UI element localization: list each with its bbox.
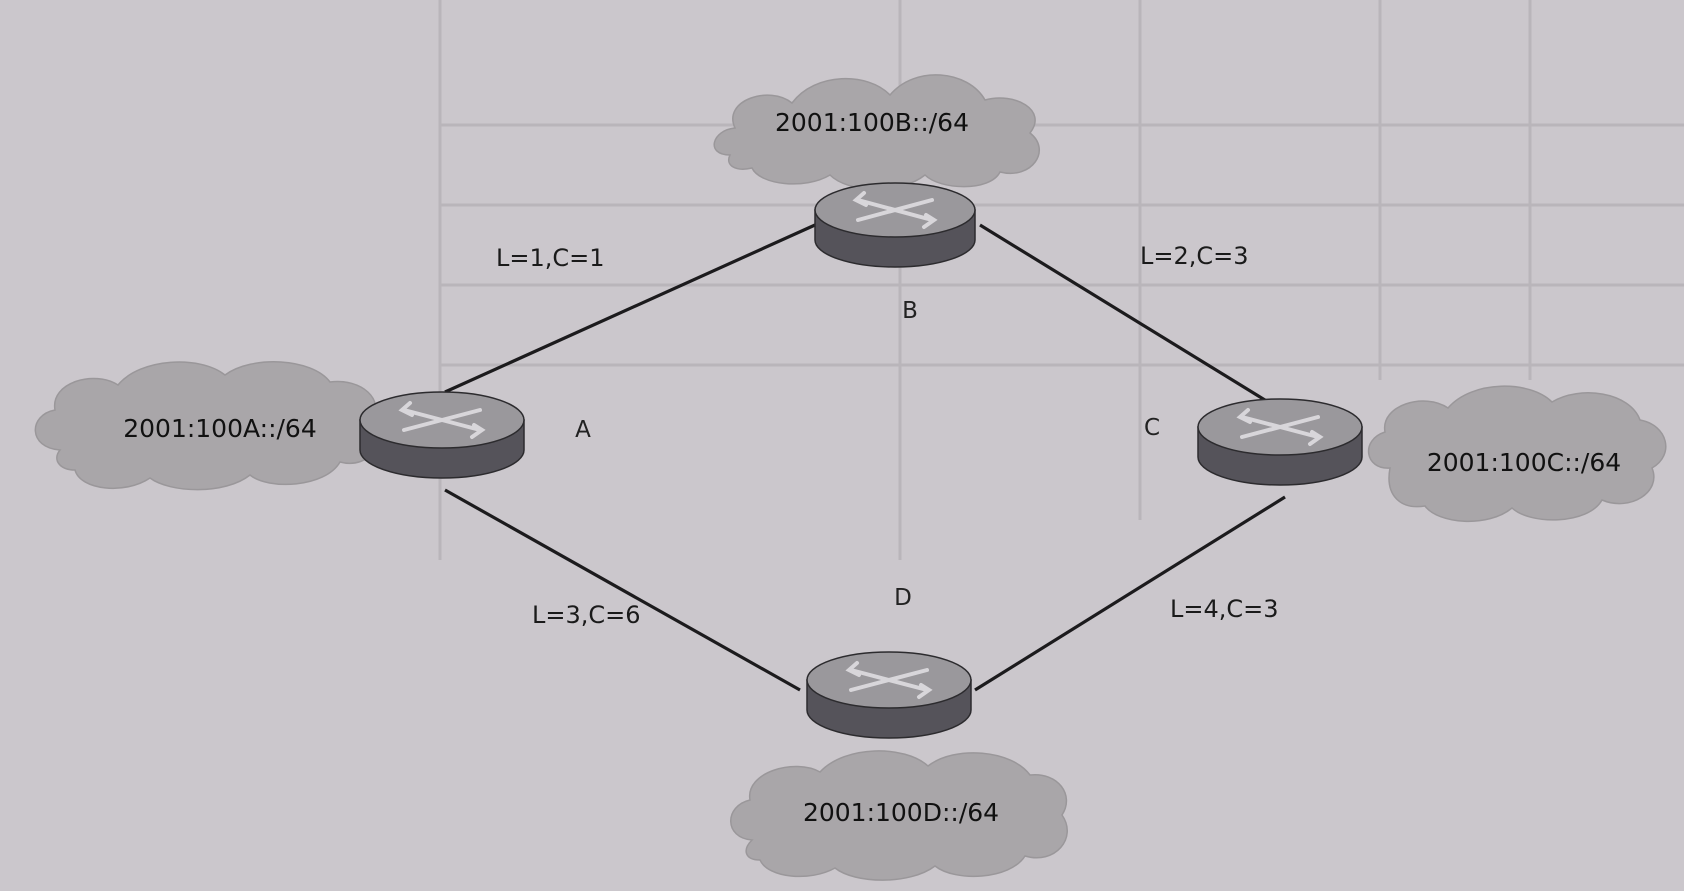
router-icon bbox=[852, 191, 938, 229]
router-label-d: D bbox=[894, 585, 912, 611]
link-d-c bbox=[974, 495, 1286, 692]
router-d bbox=[806, 651, 972, 739]
link-a-d bbox=[444, 488, 801, 692]
link-label-a-b: L=1,C=1 bbox=[496, 244, 605, 272]
link-b-c bbox=[979, 223, 1279, 410]
cloud-icon bbox=[713, 74, 1041, 190]
link-label-d-c: L=4,C=3 bbox=[1170, 595, 1279, 623]
cloud-icon bbox=[1368, 385, 1667, 523]
router-a bbox=[359, 391, 525, 479]
link-label-b-c: L=2,C=3 bbox=[1140, 242, 1249, 270]
link-label-a-d: L=3,C=6 bbox=[532, 601, 641, 629]
router-label-a: A bbox=[575, 417, 591, 443]
network-cloud-d: 2001:100D::/64 bbox=[730, 750, 1068, 881]
network-label-a: 2001:100A::/64 bbox=[123, 414, 317, 443]
network-cloud-a: 2001:100A::/64 bbox=[34, 361, 380, 491]
router-icon bbox=[1236, 408, 1324, 446]
router-label-c: C bbox=[1144, 415, 1160, 441]
network-cloud-c: 2001:100C::/64 bbox=[1368, 385, 1667, 523]
router-icon bbox=[398, 401, 486, 439]
router-c bbox=[1197, 398, 1363, 486]
router-icon bbox=[845, 661, 933, 699]
link-a-b bbox=[444, 223, 816, 394]
links bbox=[444, 223, 1286, 692]
network-label-c: 2001:100C::/64 bbox=[1427, 448, 1621, 477]
network-label-d: 2001:100D::/64 bbox=[803, 798, 999, 827]
network-label-b: 2001:100B::/64 bbox=[775, 108, 969, 137]
cloud-icon bbox=[730, 750, 1068, 881]
router-b bbox=[814, 182, 976, 268]
router-label-b: B bbox=[902, 298, 918, 324]
network-cloud-b: 2001:100B::/64 bbox=[713, 74, 1041, 190]
